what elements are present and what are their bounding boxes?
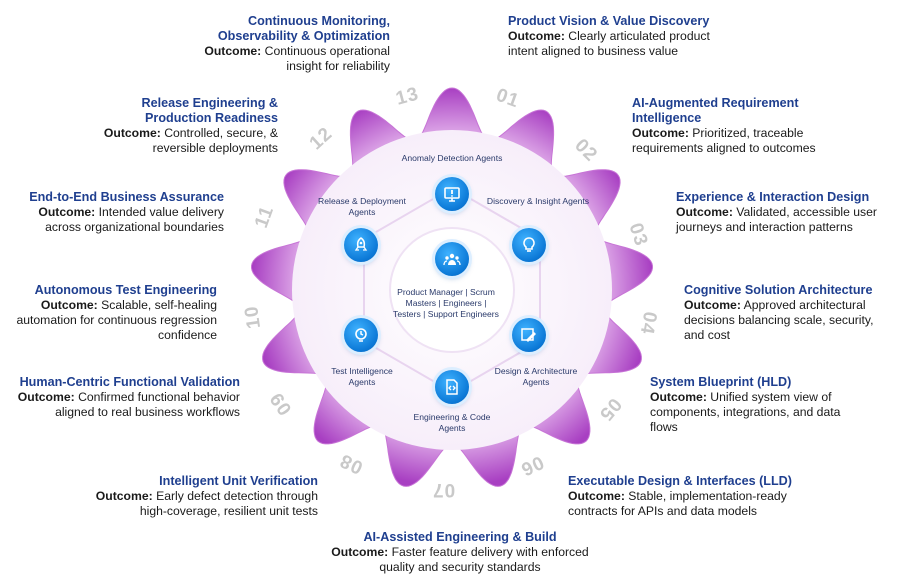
- lightbulb-icon: [512, 228, 546, 262]
- outcome-text: Prioritized, traceable requirements alig…: [632, 126, 816, 155]
- agent-label-anomaly-detection: Anomaly Detection Agents: [401, 153, 503, 163]
- stage-number-07: 07: [432, 479, 456, 500]
- stage-outcome: Outcome: Clearly articulated product int…: [508, 29, 738, 59]
- stage-04-solution-architecture: Cognitive Solution Architecture Outcome:…: [684, 283, 894, 343]
- stage-title: Executable Design & Interfaces (LLD): [568, 474, 792, 488]
- outcome-text: Unified system view of components, integ…: [650, 390, 841, 434]
- stage-title: AI-Assisted Engineering & Build: [363, 530, 557, 544]
- agent-label-discovery-insight: Discovery & Insight Agents: [486, 196, 590, 206]
- outcome-label: Outcome:: [331, 545, 389, 559]
- test-bulb-icon: [344, 318, 378, 352]
- outcome-text: Approved architectural decisions balanci…: [684, 298, 874, 342]
- outcome-text: Early defect detection through high-cove…: [139, 489, 318, 518]
- stage-title: AI-Augmented Requirement Intelligence: [632, 96, 799, 125]
- design-tools-icon: [512, 318, 546, 352]
- stage-outcome: Outcome: Unified system view of componen…: [650, 390, 855, 435]
- stage-outcome: Outcome: Validated, accessible user jour…: [676, 205, 896, 235]
- stage-title: Continuous Monitoring, Observability & O…: [217, 14, 390, 43]
- agent-label-engineering-code: Engineering & Code Agents: [413, 412, 491, 433]
- stage-title: Experience & Interaction Design: [676, 190, 870, 204]
- stage-title: End-to-End Business Assurance: [29, 190, 224, 204]
- stage-title: Intelligent Unit Verification: [159, 474, 318, 488]
- stage-number-10: 10: [241, 304, 266, 330]
- outcome-label: Outcome:: [684, 298, 741, 312]
- outcome-label: Outcome:: [650, 390, 707, 404]
- stage-10-test-engineering: Autonomous Test Engineering Outcome: Sca…: [14, 283, 217, 343]
- stage-outcome: Outcome: Scalable, self-healing automati…: [14, 298, 217, 343]
- stage-02-requirement-intelligence: AI-Augmented Requirement Intelligence Ou…: [632, 96, 857, 156]
- stage-outcome: Outcome: Early defect detection through …: [68, 489, 318, 519]
- stage-outcome: Outcome: Faster feature delivery with en…: [325, 545, 595, 575]
- stage-number-04: 04: [635, 309, 661, 337]
- outcome-label: Outcome:: [676, 205, 733, 219]
- stage-01-product-vision: Product Vision & Value Discovery Outcome…: [508, 14, 738, 59]
- outcome-label: Outcome:: [568, 489, 625, 503]
- stage-03-experience-design: Experience & Interaction Design Outcome:…: [676, 190, 896, 235]
- outcome-label: Outcome:: [632, 126, 689, 140]
- outcome-text: Stable, implementation-ready contracts f…: [568, 489, 787, 518]
- stage-outcome: Outcome: Confirmed functional behavior a…: [4, 390, 240, 420]
- core-roles-text: Product Manager | Scrum Masters | Engine…: [393, 287, 499, 319]
- stage-outcome: Outcome: Intended value delivery across …: [14, 205, 224, 235]
- outcome-label: Outcome:: [40, 298, 98, 312]
- outcome-label: Outcome:: [204, 44, 262, 58]
- stage-title: Cognitive Solution Architecture: [684, 283, 873, 297]
- core-circle: [389, 227, 515, 353]
- stage-outcome: Outcome: Prioritized, traceable requirem…: [632, 126, 857, 156]
- outcome-text: Faster feature delivery with enforced qu…: [379, 545, 589, 574]
- stage-title: System Blueprint (HLD): [650, 375, 792, 389]
- outcome-label: Outcome:: [103, 126, 161, 140]
- agent-label-design-architecture: Design & Architecture Agents: [494, 366, 578, 387]
- rocket-icon: [344, 228, 378, 262]
- team-icon: [435, 242, 469, 276]
- stage-outcome: Outcome: Approved architectural decision…: [684, 298, 894, 343]
- stage-07-engineering-build: AI-Assisted Engineering & Build Outcome:…: [325, 530, 595, 575]
- stage-outcome: Outcome: Continuous operational insight …: [180, 44, 390, 74]
- outcome-text: Validated, accessible user journeys and …: [676, 205, 877, 234]
- agent-label-test-intelligence: Test Intelligence Agents: [331, 366, 393, 387]
- stage-title: Human-Centric Functional Validation: [19, 375, 240, 389]
- stage-outcome: Outcome: Controlled, secure, & reversibl…: [102, 126, 278, 156]
- agent-label-release-deployment: Release & Deployment Agents: [318, 196, 406, 217]
- outcome-text: Continuous operational insight for relia…: [264, 44, 390, 73]
- stage-05-system-blueprint: System Blueprint (HLD) Outcome: Unified …: [650, 375, 855, 435]
- stage-13-continuous-monitoring: Continuous Monitoring, Observability & O…: [180, 14, 390, 74]
- outcome-label: Outcome:: [508, 29, 565, 43]
- stage-title: Product Vision & Value Discovery: [508, 14, 710, 28]
- outcome-text: Confirmed functional behavior aligned to…: [55, 390, 240, 419]
- outcome-text: Controlled, secure, & reversible deploym…: [152, 126, 278, 155]
- stage-title: Autonomous Test Engineering: [34, 283, 217, 297]
- monitor-alert-icon: [435, 177, 469, 211]
- outcome-text: Intended value delivery across organizat…: [45, 205, 224, 234]
- outcome-text: Scalable, self-healing automation for co…: [16, 298, 217, 342]
- stage-08-unit-verification: Intelligent Unit Verification Outcome: E…: [68, 474, 318, 519]
- outcome-label: Outcome:: [38, 205, 96, 219]
- stage-11-business-assurance: End-to-End Business Assurance Outcome: I…: [14, 190, 224, 235]
- outcome-label: Outcome:: [17, 390, 75, 404]
- stage-12-release-engineering: Release Engineering & Production Readine…: [102, 96, 278, 156]
- stage-outcome: Outcome: Stable, implementation-ready co…: [568, 489, 818, 519]
- outcome-text: Clearly articulated product intent align…: [508, 29, 710, 58]
- stage-09-functional-validation: Human-Centric Functional Validation Outc…: [4, 375, 240, 420]
- stage-title: Release Engineering & Production Readine…: [141, 96, 278, 125]
- stage-06-executable-design: Executable Design & Interfaces (LLD) Out…: [568, 474, 818, 519]
- code-file-icon: [435, 370, 469, 404]
- outcome-label: Outcome:: [95, 489, 153, 503]
